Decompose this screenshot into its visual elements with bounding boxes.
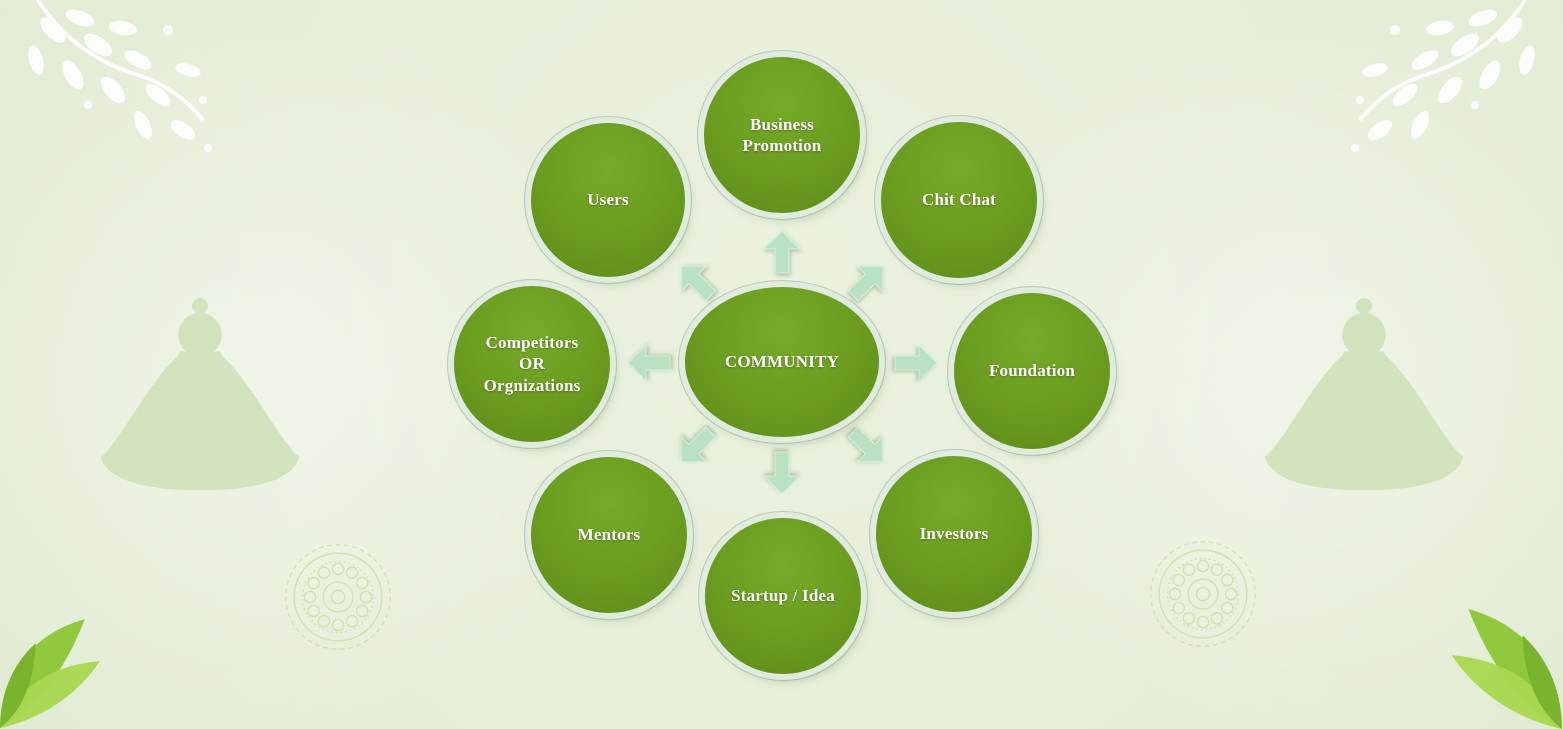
corner-leaves-icon (0, 619, 100, 729)
center-node-community: COMMUNITY (685, 287, 879, 437)
arrow-right-icon (893, 340, 939, 386)
arrow-up-icon (759, 229, 805, 275)
meditating-buddha-icon (1264, 297, 1464, 491)
node-label: Business Promotion (742, 114, 822, 155)
arrow-down-right-icon (835, 414, 900, 479)
leaf-flourish-icon (28, 0, 212, 152)
corner-leaves-icon (1451, 608, 1562, 729)
node-label: Chit Chat (921, 190, 997, 210)
node-label: Investors (919, 524, 989, 544)
leaf-flourish-icon (1351, 0, 1535, 152)
arrow-up-right-icon (835, 248, 900, 313)
node-chit-chat: Chit Chat (881, 122, 1037, 278)
center-node-label: COMMUNITY (724, 352, 840, 372)
node-investors: Investors (876, 456, 1032, 612)
node-foundation: Foundation (954, 293, 1110, 449)
arrow-down-left-icon (663, 414, 728, 479)
node-mentors: Mentors (531, 457, 687, 613)
node-label: Competitors OR Orgnizations (483, 333, 581, 395)
mandala-icon (285, 544, 391, 650)
arrow-down-icon (759, 450, 805, 496)
node-label: Foundation (988, 361, 1076, 381)
node-users: Users (531, 123, 685, 277)
arrow-left-icon (626, 340, 672, 386)
arrow-up-left-icon (663, 248, 728, 313)
node-label: Startup / Idea (731, 586, 835, 606)
node-startup-idea: Startup / Idea (705, 518, 861, 674)
node-label: Mentors (577, 525, 641, 545)
node-competitors-or-orgnizations: Competitors OR Orgnizations (454, 286, 610, 442)
node-label: Users (587, 190, 629, 210)
node-business-promotion: Business Promotion (704, 57, 860, 213)
mandala-icon (1150, 541, 1256, 647)
meditating-buddha-icon (100, 297, 300, 491)
